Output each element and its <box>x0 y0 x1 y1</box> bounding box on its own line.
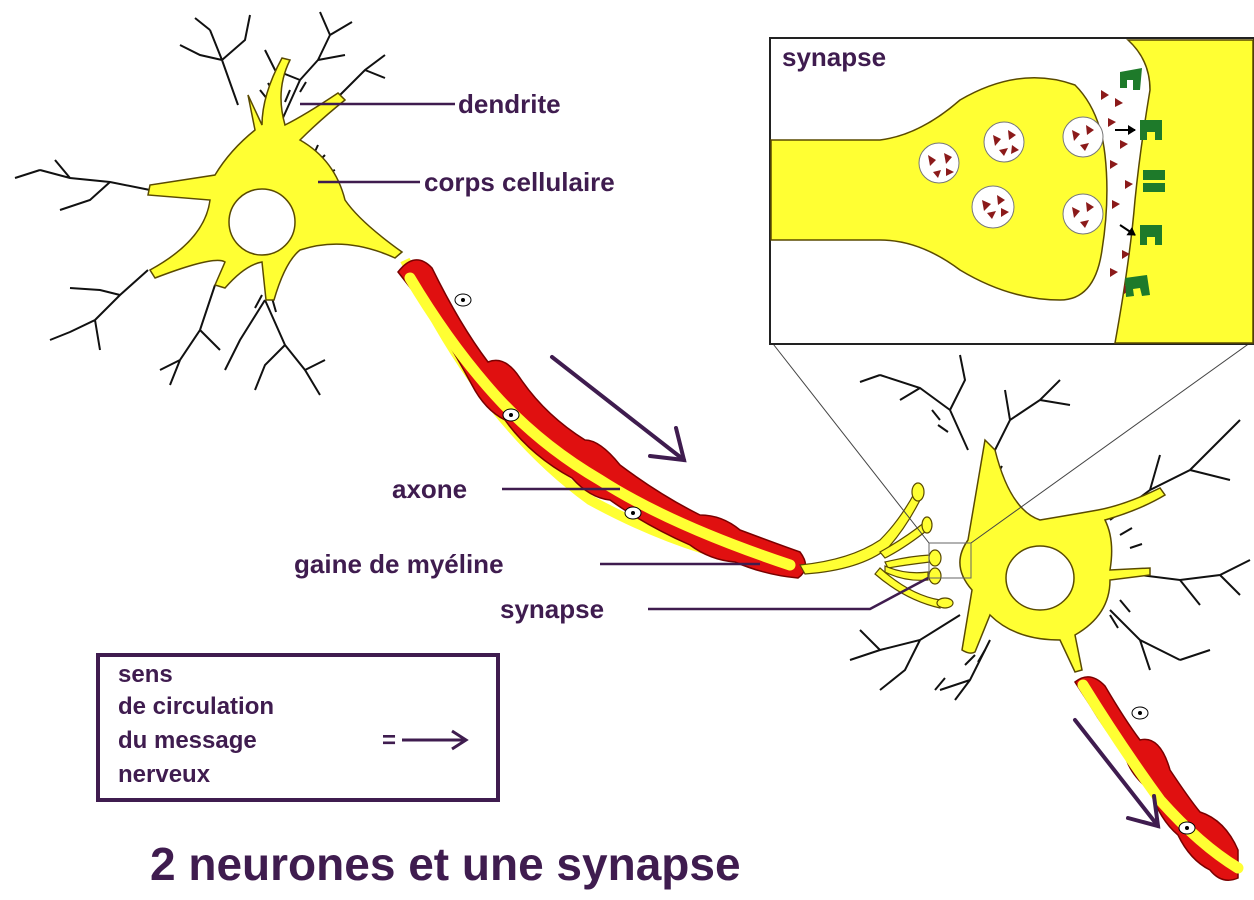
label-myelin: gaine de myéline <box>294 549 504 579</box>
synapse-inset: synapse <box>770 38 1254 344</box>
neuron-2 <box>850 355 1250 880</box>
legend-line-2: de circulation <box>118 693 274 720</box>
axon-terminals <box>800 483 953 608</box>
neuron-2-axon <box>1075 677 1238 880</box>
label-synapse: synapse <box>500 594 604 624</box>
legend-equals: = <box>382 727 396 754</box>
legend-line-4: nerveux <box>118 761 211 788</box>
neuron-1-nucleus <box>229 189 295 255</box>
label-axon: axone <box>392 474 467 504</box>
legend-arrow-icon <box>402 731 466 749</box>
inset-title: synapse <box>782 42 886 72</box>
neuron-1-axon <box>398 260 806 578</box>
label-cell-body: corps cellulaire <box>424 167 615 197</box>
diagram-title: 2 neurones et une synapse <box>150 838 741 890</box>
legend: sens de circulation du message nerveux = <box>98 655 498 800</box>
legend-line-3: du message <box>118 727 257 754</box>
neuron-1-myelin-sheath <box>398 260 806 578</box>
label-dendrite: dendrite <box>458 89 561 119</box>
neuron-1-cell-body <box>148 58 402 300</box>
neuron-2-nucleus <box>1006 546 1074 610</box>
legend-line-1: sens <box>118 661 173 688</box>
